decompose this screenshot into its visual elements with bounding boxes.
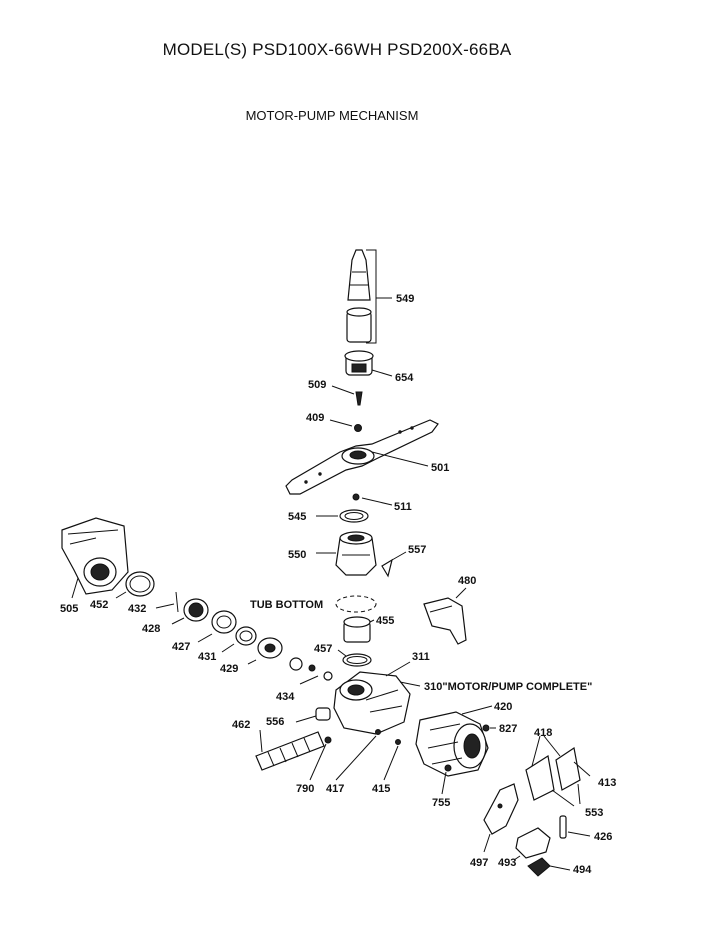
part-509-screw xyxy=(331,385,363,406)
part-426-pin xyxy=(559,815,591,839)
part-409-nut xyxy=(329,419,362,432)
part-462-auger xyxy=(255,729,325,771)
part-457-clamp xyxy=(337,649,372,667)
callout-501: 501 xyxy=(431,462,449,474)
part-428-chopper xyxy=(171,598,209,625)
section-title: MOTOR-PUMP MECHANISM xyxy=(245,108,419,123)
part-432-pin xyxy=(155,591,179,613)
part-501-spray-arm xyxy=(285,419,439,495)
callout-311: 311 xyxy=(412,651,430,663)
part-556 xyxy=(295,707,331,723)
callout-420: 420 xyxy=(494,701,512,713)
part-420-827 xyxy=(461,705,496,732)
callout-431: 431 xyxy=(198,651,216,663)
callout-452: 452 xyxy=(90,599,108,611)
callout-755: 755 xyxy=(432,797,450,809)
part-434 xyxy=(289,657,333,685)
callout-556: 556 xyxy=(266,716,284,728)
part-755 xyxy=(441,764,452,795)
callout-493: 493 xyxy=(498,857,516,869)
callout-426: 426 xyxy=(594,831,612,843)
part-511 xyxy=(352,493,393,506)
callout-497: 497 xyxy=(470,857,488,869)
part-545-ring xyxy=(316,509,369,523)
callout-654: 654 xyxy=(395,372,414,384)
part-452-clamp xyxy=(115,571,155,599)
part-418-bracket xyxy=(525,735,591,807)
part-557-clip xyxy=(381,551,407,578)
leader-310 xyxy=(399,681,421,687)
callout-553: 553 xyxy=(585,807,603,819)
part-motor xyxy=(415,711,489,777)
part-654-cap xyxy=(344,350,393,377)
part-497-mount xyxy=(483,783,519,853)
part-549-nozzle xyxy=(346,249,392,344)
model-title: MODEL(S) PSD100X-66WH PSD200X-66BA xyxy=(162,40,512,59)
callout-455: 455 xyxy=(376,615,394,627)
callout-480: 480 xyxy=(458,575,476,587)
callout-505: 505 xyxy=(60,603,78,615)
callout-827: 827 xyxy=(499,723,517,735)
callout-310: 310"MOTOR/PUMP COMPLETE" xyxy=(424,681,592,693)
part-790 xyxy=(309,736,332,781)
part-427-gasket xyxy=(197,610,237,643)
callout-462: 462 xyxy=(232,719,250,731)
callout-434: 434 xyxy=(276,691,295,703)
callout-550: 550 xyxy=(288,549,306,561)
callout-428: 428 xyxy=(142,623,160,635)
part-431-ring xyxy=(221,626,257,653)
callout-432: 432 xyxy=(128,603,146,615)
callout-409: 409 xyxy=(306,412,324,424)
callout-418: 418 xyxy=(534,727,552,739)
part-550-housing xyxy=(316,531,377,576)
part-311-pump-body xyxy=(333,661,411,735)
callout-511: 511 xyxy=(394,501,412,513)
callout-413: 413 xyxy=(598,777,616,789)
part-415-417-screws xyxy=(335,729,401,781)
callout-457: 457 xyxy=(314,643,332,655)
callout-417: 417 xyxy=(326,783,344,795)
tub-bottom-ring xyxy=(335,595,377,613)
callout-415: 415 xyxy=(372,783,390,795)
part-480-duct xyxy=(423,587,467,645)
callout-549: 549 xyxy=(396,293,414,305)
part-429-impeller xyxy=(247,637,283,665)
callout-429: 429 xyxy=(220,663,238,675)
callout-545: 545 xyxy=(288,511,306,523)
callout-494: 494 xyxy=(573,864,592,876)
callout-790: 790 xyxy=(296,783,314,795)
part-505-housing xyxy=(61,517,129,599)
callout-509: 509 xyxy=(308,379,326,391)
callout-427: 427 xyxy=(172,641,190,653)
part-494-clip xyxy=(527,857,571,877)
callout-557: 557 xyxy=(408,544,426,556)
callout-tub-bottom: TUB BOTTOM xyxy=(250,599,323,611)
part-493-grommet xyxy=(513,827,551,861)
part-455-seal xyxy=(343,616,375,643)
